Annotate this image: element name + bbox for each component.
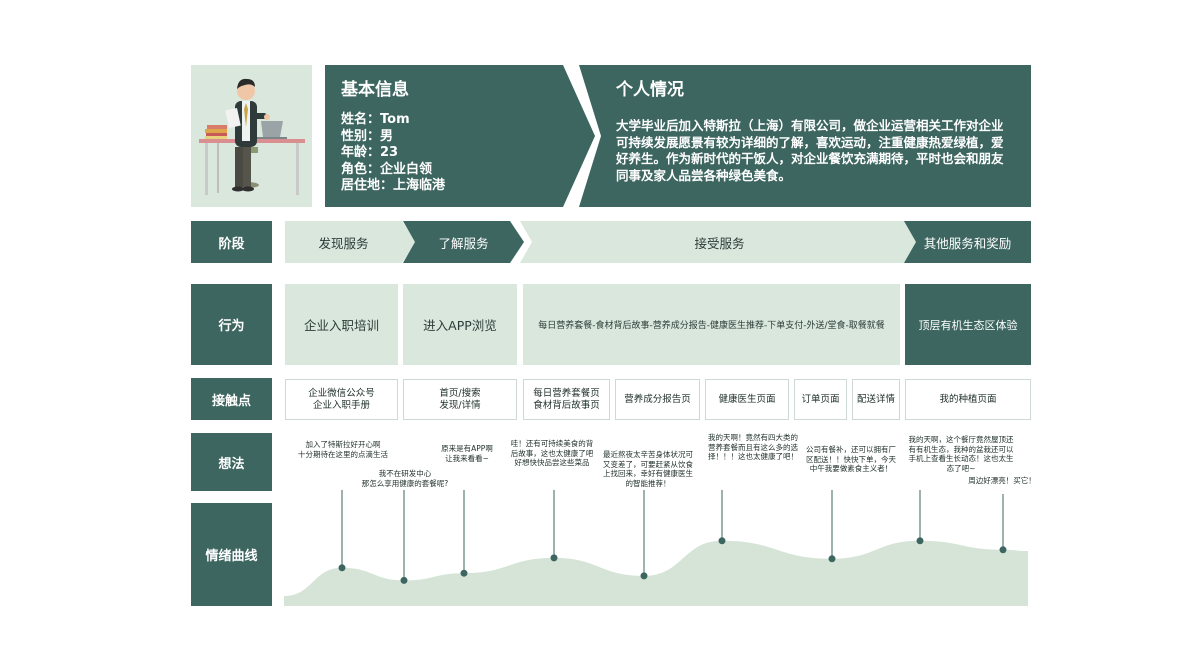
basic-info-panel: 基本信息 姓名：Tom 性别：男 年龄：23 角色：企业白领 居住地：上海临港 (325, 65, 595, 207)
basic-info-list: 姓名：Tom 性别：男 年龄：23 角色：企业白领 居住地：上海临港 (341, 112, 445, 195)
thought-8: 我的天啊，这个餐厅竟然屋顶还 有有机生态，我种的盆栽还可以 手机上查看生长动态！… (908, 435, 1014, 473)
touchpoint-order: 订单页面 (794, 379, 847, 420)
touchpoint-home-search: 首页/搜索 发现/详情 (403, 379, 517, 420)
thought-6: 我的天啊！竟然有四大类的 营养套餐而且有这么多的选 择！！！这也太健康了吧！ (708, 433, 798, 461)
touchpoint-my-planting: 我的种植页面 (905, 379, 1031, 420)
personal-title: 个人情况 (616, 80, 684, 100)
touchpoint-line: 企业入职手册 (312, 399, 370, 411)
emotion-point (828, 555, 836, 563)
touchpoint-line: 每日营养套餐页 (533, 387, 600, 399)
touchpoint-line: 食材背后故事页 (533, 399, 600, 411)
thought-5: 最近熬夜太辛苦身体状况可 又变差了，可要赶紧从饮食 上找回来，幸好有健康医生 的… (603, 450, 693, 488)
persona-illustration (191, 65, 312, 207)
behavior-onboarding: 企业入职培训 (285, 284, 398, 365)
touchpoint-wechat: 企业微信公众号 企业入职手册 (285, 379, 398, 420)
row-label-emotion: 情绪曲线 (191, 503, 272, 606)
behavior-browse-app: 进入APP浏览 (403, 284, 517, 365)
emotion-point (460, 569, 468, 577)
emotion-curve-area (284, 540, 1028, 606)
touchpoint-line: 健康医生页面 (718, 393, 776, 405)
basic-info-age: 年龄：23 (341, 145, 399, 160)
emotion-point (718, 537, 726, 545)
emotion-point (999, 546, 1007, 554)
emotion-point (400, 576, 408, 584)
office-worker-illustration (199, 78, 305, 195)
stage-accept: 接受服务 (520, 221, 919, 263)
personal-description: 大学毕业后加入特斯拉（上海）有限公司，做企业运营相关工作对企业可持续发展愿景有较… (616, 118, 1004, 183)
emotion-point (338, 564, 346, 572)
basic-info-title: 基本信息 (341, 80, 409, 100)
thought-2: 我不在研发中心 那怎么享用健康的套餐呢? (361, 469, 449, 488)
stage-understand: 了解服务 (403, 221, 524, 263)
row-label-touchpoint: 接触点 (191, 378, 272, 420)
thought-7: 公司有餐补，还可以拥有厂 区配送！！快快下单，今天 中午我要做素食主义者！ (806, 445, 896, 473)
touchpoint-line: 配送详情 (856, 393, 895, 405)
touchpoint-daily-meal: 每日营养套餐页 食材背后故事页 (523, 379, 610, 420)
touchpoint-line: 订单页面 (801, 393, 840, 405)
thought-4: 哇！还有可持续美食的背 后故事，这也太健康了吧 好想快快品尝这些菜品 (510, 439, 594, 467)
touchpoint-nutrition-report: 营养成分报告页 (615, 379, 700, 420)
behavior-service-flow: 每日营养套餐-食材背后故事-营养成分报告-健康医生推荐-下单支付-外送/堂食-取… (523, 284, 900, 365)
personal-panel: 个人情况 大学毕业后加入特斯拉（上海）有限公司，做企业运营相关工作对企业可持续发… (579, 65, 1031, 207)
touchpoint-line: 企业微信公众号 (308, 387, 375, 399)
touchpoint-line: 营养成分报告页 (624, 393, 691, 405)
thought-9: 周边好漂亮！买它！ (968, 476, 1036, 485)
row-label-behavior: 行为 (191, 284, 272, 365)
basic-info-residence: 居住地：上海临港 (341, 178, 446, 193)
touchpoint-line: 我的种植页面 (939, 393, 997, 405)
emotion-point (640, 572, 648, 580)
emotion-curve-chart (284, 490, 1028, 606)
touchpoint-line: 发现/详情 (439, 399, 481, 411)
row-label-stage: 阶段 (191, 221, 272, 263)
touchpoint-health-doctor: 健康医生页面 (705, 379, 789, 420)
touchpoint-delivery: 配送详情 (852, 379, 900, 420)
stage-discover: 发现服务 (285, 221, 416, 263)
behavior-rooftop-eco: 顶层有机生态区体验 (905, 284, 1031, 365)
row-label-thought: 想法 (191, 433, 272, 491)
thought-1: 加入了特斯拉好开心啊 十分期待在这里的点滴生活 (298, 440, 388, 459)
stage-other-rewards: 其他服务和奖励 (904, 221, 1031, 263)
emotion-point (916, 537, 924, 545)
touchpoint-line: 首页/搜索 (439, 387, 481, 399)
basic-info-role: 角色：企业白领 (341, 161, 433, 177)
thought-3: 原来是有APP啊 让我来看看~ (441, 444, 493, 463)
basic-info-name: 姓名：Tom (341, 112, 410, 127)
basic-info-gender: 性别：男 (341, 128, 394, 144)
emotion-point (550, 554, 558, 562)
